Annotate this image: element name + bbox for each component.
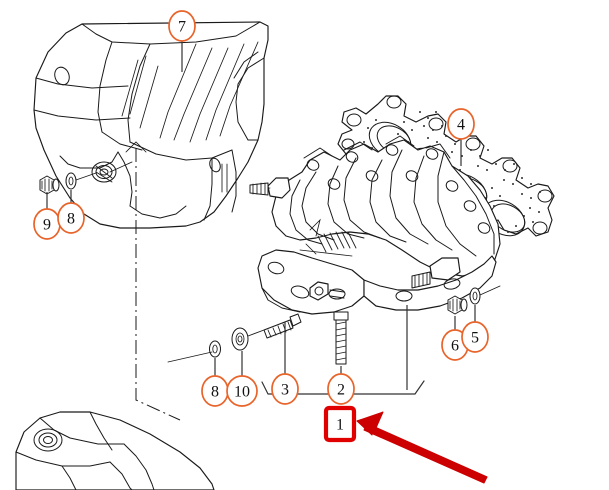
part-lower-cover-partial <box>15 411 215 490</box>
callout-label: 3 <box>281 382 289 399</box>
callout-label: 8 <box>211 384 219 401</box>
callout-bubble[interactable] <box>271 373 299 405</box>
callout-5[interactable]: 5 <box>461 321 489 353</box>
callout-label: 7 <box>178 19 186 36</box>
callout-bubble[interactable] <box>461 321 489 353</box>
stud-line-5 <box>479 285 501 296</box>
leader-lines <box>46 41 476 390</box>
highlight-box[interactable] <box>323 405 357 443</box>
callout-label: 4 <box>457 117 465 134</box>
callout-bubble[interactable] <box>168 10 196 42</box>
callout-label: 5 <box>471 330 479 347</box>
part-exhaust-manifold-body <box>249 135 501 315</box>
callout-bubble[interactable] <box>57 202 85 234</box>
callout-bubble[interactable] <box>447 108 475 140</box>
part-heat-shield-cover <box>33 21 269 229</box>
hardware-nut-6 <box>447 295 468 315</box>
red-pointer-arrow <box>356 411 488 484</box>
stud-shaft-cover <box>75 172 97 181</box>
hardware-washer-8-cover <box>65 172 77 190</box>
callout-label: 6 <box>451 338 459 355</box>
assembly-centerline <box>135 148 181 421</box>
hardware-bolt-3 <box>263 313 302 339</box>
callout-8-lower[interactable]: 8 <box>201 375 229 407</box>
hardware-nut-9 <box>39 175 60 195</box>
hardware-bushing-10 <box>231 327 249 351</box>
callout-label: 2 <box>337 382 345 399</box>
callout-label: 8 <box>67 211 75 228</box>
callout-label: 10 <box>234 384 250 401</box>
callout-7[interactable]: 7 <box>168 10 196 42</box>
callout-bubble[interactable] <box>226 375 258 407</box>
hardware-washer-5 <box>469 287 481 305</box>
hardware-stud-2 <box>333 311 349 365</box>
callout-4[interactable]: 4 <box>447 108 475 140</box>
centerline-tick <box>109 161 133 173</box>
centerline-arrow-head <box>125 141 147 153</box>
hardware-washer-8-lower <box>209 340 221 358</box>
callout-9[interactable]: 9 <box>33 208 61 240</box>
hardware-link-10 <box>247 329 265 337</box>
highlight-label: 1 <box>336 417 344 434</box>
callout-3[interactable]: 3 <box>271 373 299 405</box>
callout-8-cover[interactable]: 8 <box>57 202 85 234</box>
hardware-stud-line-8-10 <box>167 351 213 363</box>
highlighted-callout-1[interactable]: 1 <box>323 405 357 443</box>
callout-label: 9 <box>43 217 51 234</box>
callout-10[interactable]: 10 <box>226 375 258 407</box>
callout-bubble[interactable] <box>327 373 355 405</box>
callout-2[interactable]: 2 <box>327 373 355 405</box>
